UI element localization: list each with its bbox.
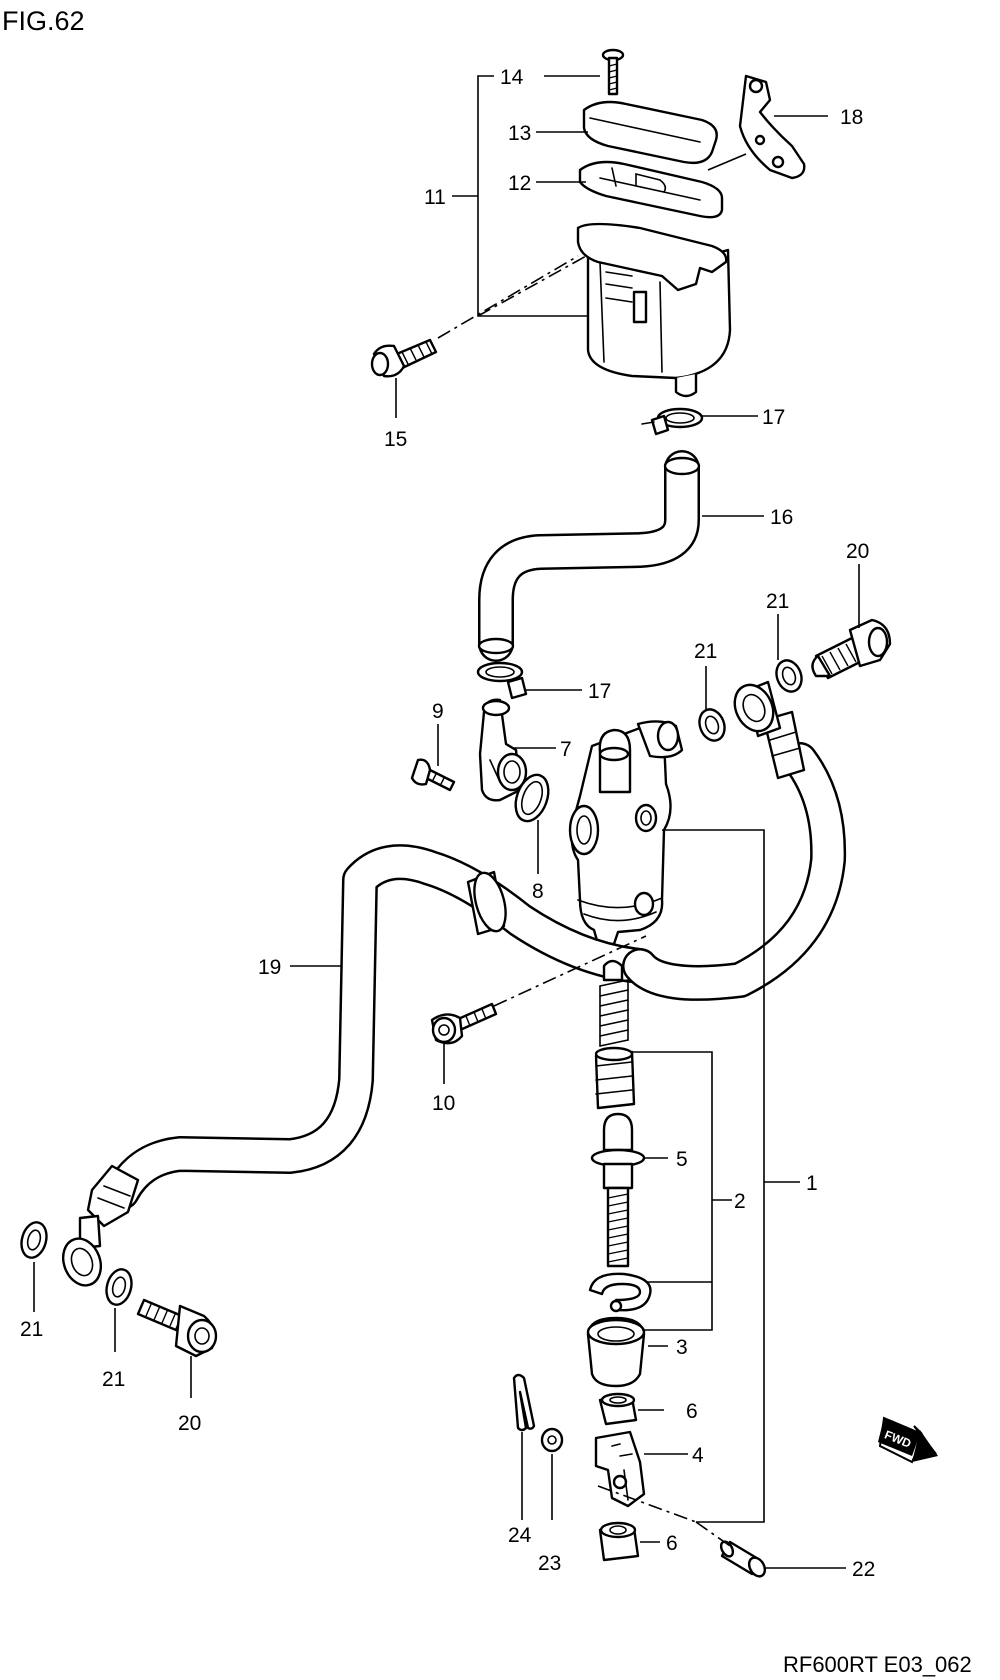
- leader-lines: [33, 75, 860, 1569]
- clevis-joint: [594, 1430, 646, 1508]
- reservoir-bracket: [738, 74, 806, 180]
- callout-23: 23: [538, 1552, 561, 1575]
- callout-15: 15: [384, 428, 407, 451]
- union-bolt-lower: [136, 1298, 218, 1358]
- dust-boot: [586, 1316, 646, 1388]
- cotter-pin: [512, 1373, 536, 1432]
- figure-code: RF600RT E03_062: [783, 1652, 972, 1677]
- plain-washer: [540, 1427, 564, 1453]
- callout-19: 19: [258, 956, 281, 979]
- callout-20-lower: 20: [178, 1412, 201, 1435]
- clevis-pin: [719, 1540, 767, 1578]
- callout-14: 14: [500, 66, 524, 89]
- hose-clamp-lower: [476, 661, 528, 700]
- callout-8: 8: [532, 880, 544, 903]
- sealing-washer-upper-right: [775, 659, 803, 693]
- callout-22: 22: [852, 1558, 875, 1581]
- joint-screw: [410, 758, 456, 792]
- callout-13: 13: [508, 122, 531, 145]
- callout-7: 7: [560, 738, 572, 761]
- figure-title: FIG.62: [2, 6, 85, 36]
- callout-1: 1: [806, 1172, 818, 1195]
- callout-20-upper: 20: [846, 540, 869, 563]
- master-cylinder-body: [568, 720, 684, 946]
- callout-16: 16: [770, 506, 793, 529]
- callout-21-lower-mid: 21: [102, 1368, 125, 1391]
- lock-nut-lower: [598, 1521, 640, 1562]
- lock-nut-upper: [598, 1392, 638, 1426]
- callout-4: 4: [692, 1444, 704, 1467]
- cylinder-mounting-bolt: [430, 1002, 498, 1045]
- brake-hose-short: [622, 680, 847, 1001]
- callout-9: 9: [432, 700, 444, 723]
- hose-joint: [478, 698, 528, 802]
- hose-clamp-upper: [641, 407, 704, 436]
- reservoir-diaphragm: [578, 160, 724, 219]
- callout-24: 24: [508, 1524, 532, 1547]
- callout-21-upper-right: 21: [766, 590, 789, 613]
- joint-o-ring: [514, 773, 550, 823]
- reservoir-hose: [477, 450, 701, 662]
- union-bolt-upper: [811, 618, 892, 680]
- callout-17-lower: 17: [588, 680, 611, 703]
- reservoir-mounting-bolt: [370, 338, 438, 378]
- sealing-washer-upper-left: [698, 708, 726, 742]
- reservoir-tank: [576, 222, 732, 398]
- callout-12: 12: [508, 172, 531, 195]
- callout-labels: 14 13 12 11 18 15 17 16 20 21 21 17 9 7 …: [20, 66, 875, 1581]
- callout-21-lower-left: 21: [20, 1318, 43, 1341]
- callout-11: 11: [424, 186, 446, 209]
- callout-3: 3: [676, 1336, 688, 1359]
- callout-6-upper: 6: [686, 1400, 698, 1423]
- fwd-direction-arrow: FWD: [878, 1416, 938, 1464]
- callout-5: 5: [676, 1148, 688, 1171]
- piston-cup: [594, 1046, 636, 1110]
- callout-6-lower: 6: [666, 1532, 678, 1555]
- sealing-washer-lower-mid: [105, 1268, 133, 1306]
- reservoir-cap: [582, 100, 718, 165]
- cap-screw: [601, 48, 625, 96]
- snap-ring: [588, 1272, 652, 1313]
- callout-17-upper: 17: [762, 406, 785, 429]
- callout-21-upper-left: 21: [694, 640, 717, 663]
- brake-hose-long: [61, 844, 658, 1287]
- callout-2: 2: [734, 1190, 746, 1213]
- callout-18: 18: [840, 106, 863, 129]
- return-spring: [599, 959, 629, 1047]
- sealing-washer-lower-left: [20, 1221, 48, 1259]
- push-rod: [590, 1112, 646, 1268]
- callout-10: 10: [432, 1092, 455, 1115]
